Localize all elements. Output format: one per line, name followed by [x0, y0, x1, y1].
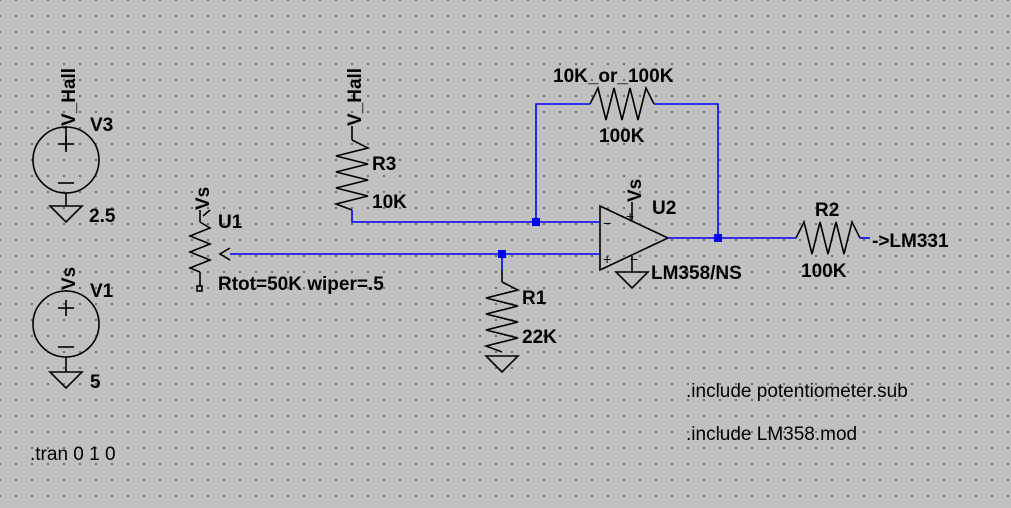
model-label-u2: LM358/NS: [651, 263, 742, 284]
wire-r3-to-inverting: [351, 210, 600, 223]
resistor-feedback[interactable]: [589, 85, 655, 121]
directive-include-lm358[interactable]: .include LM358.mod: [686, 424, 857, 445]
opamp-u2[interactable]: [599, 202, 670, 290]
output-net-label: ->LM331: [872, 231, 949, 252]
junction-noninverting: [498, 250, 506, 258]
ground-symbol-r1: [484, 355, 520, 374]
ref-label-v1: V1: [90, 281, 114, 302]
junction-inverting: [532, 218, 540, 226]
net-label-vs-u1: Vs: [193, 187, 214, 210]
ref-label-u2: U2: [652, 198, 676, 219]
ref-label-r1: R1: [522, 288, 547, 309]
wire-feedback-left: [535, 103, 590, 222]
value-label-v3: 2.5: [89, 206, 116, 227]
param-label-u1: Rtot=50K wiper=.5: [218, 274, 384, 295]
opamp-supply-plus-sign: +: [626, 208, 634, 224]
ref-label-v3: V3: [90, 115, 113, 136]
opamp-supply-minus-sign: −: [630, 251, 638, 267]
ref-label-u1: U1: [218, 212, 243, 233]
net-label-vs-u2: Vs: [625, 179, 646, 202]
ground-symbol-v3: [48, 205, 84, 224]
ground-symbol-v1: [48, 371, 84, 390]
ground-symbol-u2: [614, 271, 650, 290]
resistor-r1[interactable]: [483, 270, 521, 374]
value-label-r3: 10K: [372, 192, 407, 213]
voltage-source-v3[interactable]: [32, 126, 100, 224]
junction-output: [714, 234, 722, 242]
directive-include-pot[interactable]: .include potentiometer.sub: [686, 381, 908, 402]
net-label-vhall-r3: V_Hall: [345, 68, 366, 126]
resistor-r3[interactable]: [333, 126, 371, 211]
voltage-source-v1[interactable]: [32, 290, 100, 390]
opamp-plus-sign: +: [603, 251, 611, 267]
value-label-feedback: 100K: [599, 126, 645, 147]
wire-feedback-right: [654, 103, 719, 238]
ref-label-r2: R2: [815, 200, 839, 221]
directive-tran[interactable]: .tran 0 1 0: [30, 444, 116, 465]
ref-label-r3: R3: [372, 154, 396, 175]
net-label-vs-v1: Vs: [59, 267, 80, 290]
opamp-minus-sign: −: [603, 215, 611, 231]
net-label-vhall-v3: V_Hall: [59, 68, 80, 126]
potentiometer-u1[interactable]: [187, 209, 231, 292]
value-label-r2: 100K: [801, 261, 847, 282]
wires: [230, 103, 870, 270]
ref-label-feedback: 10K_or_100K: [553, 66, 674, 87]
value-label-r1: 22K: [522, 327, 557, 348]
resistor-r2[interactable]: [795, 219, 861, 255]
value-label-v1: 5: [90, 372, 101, 393]
